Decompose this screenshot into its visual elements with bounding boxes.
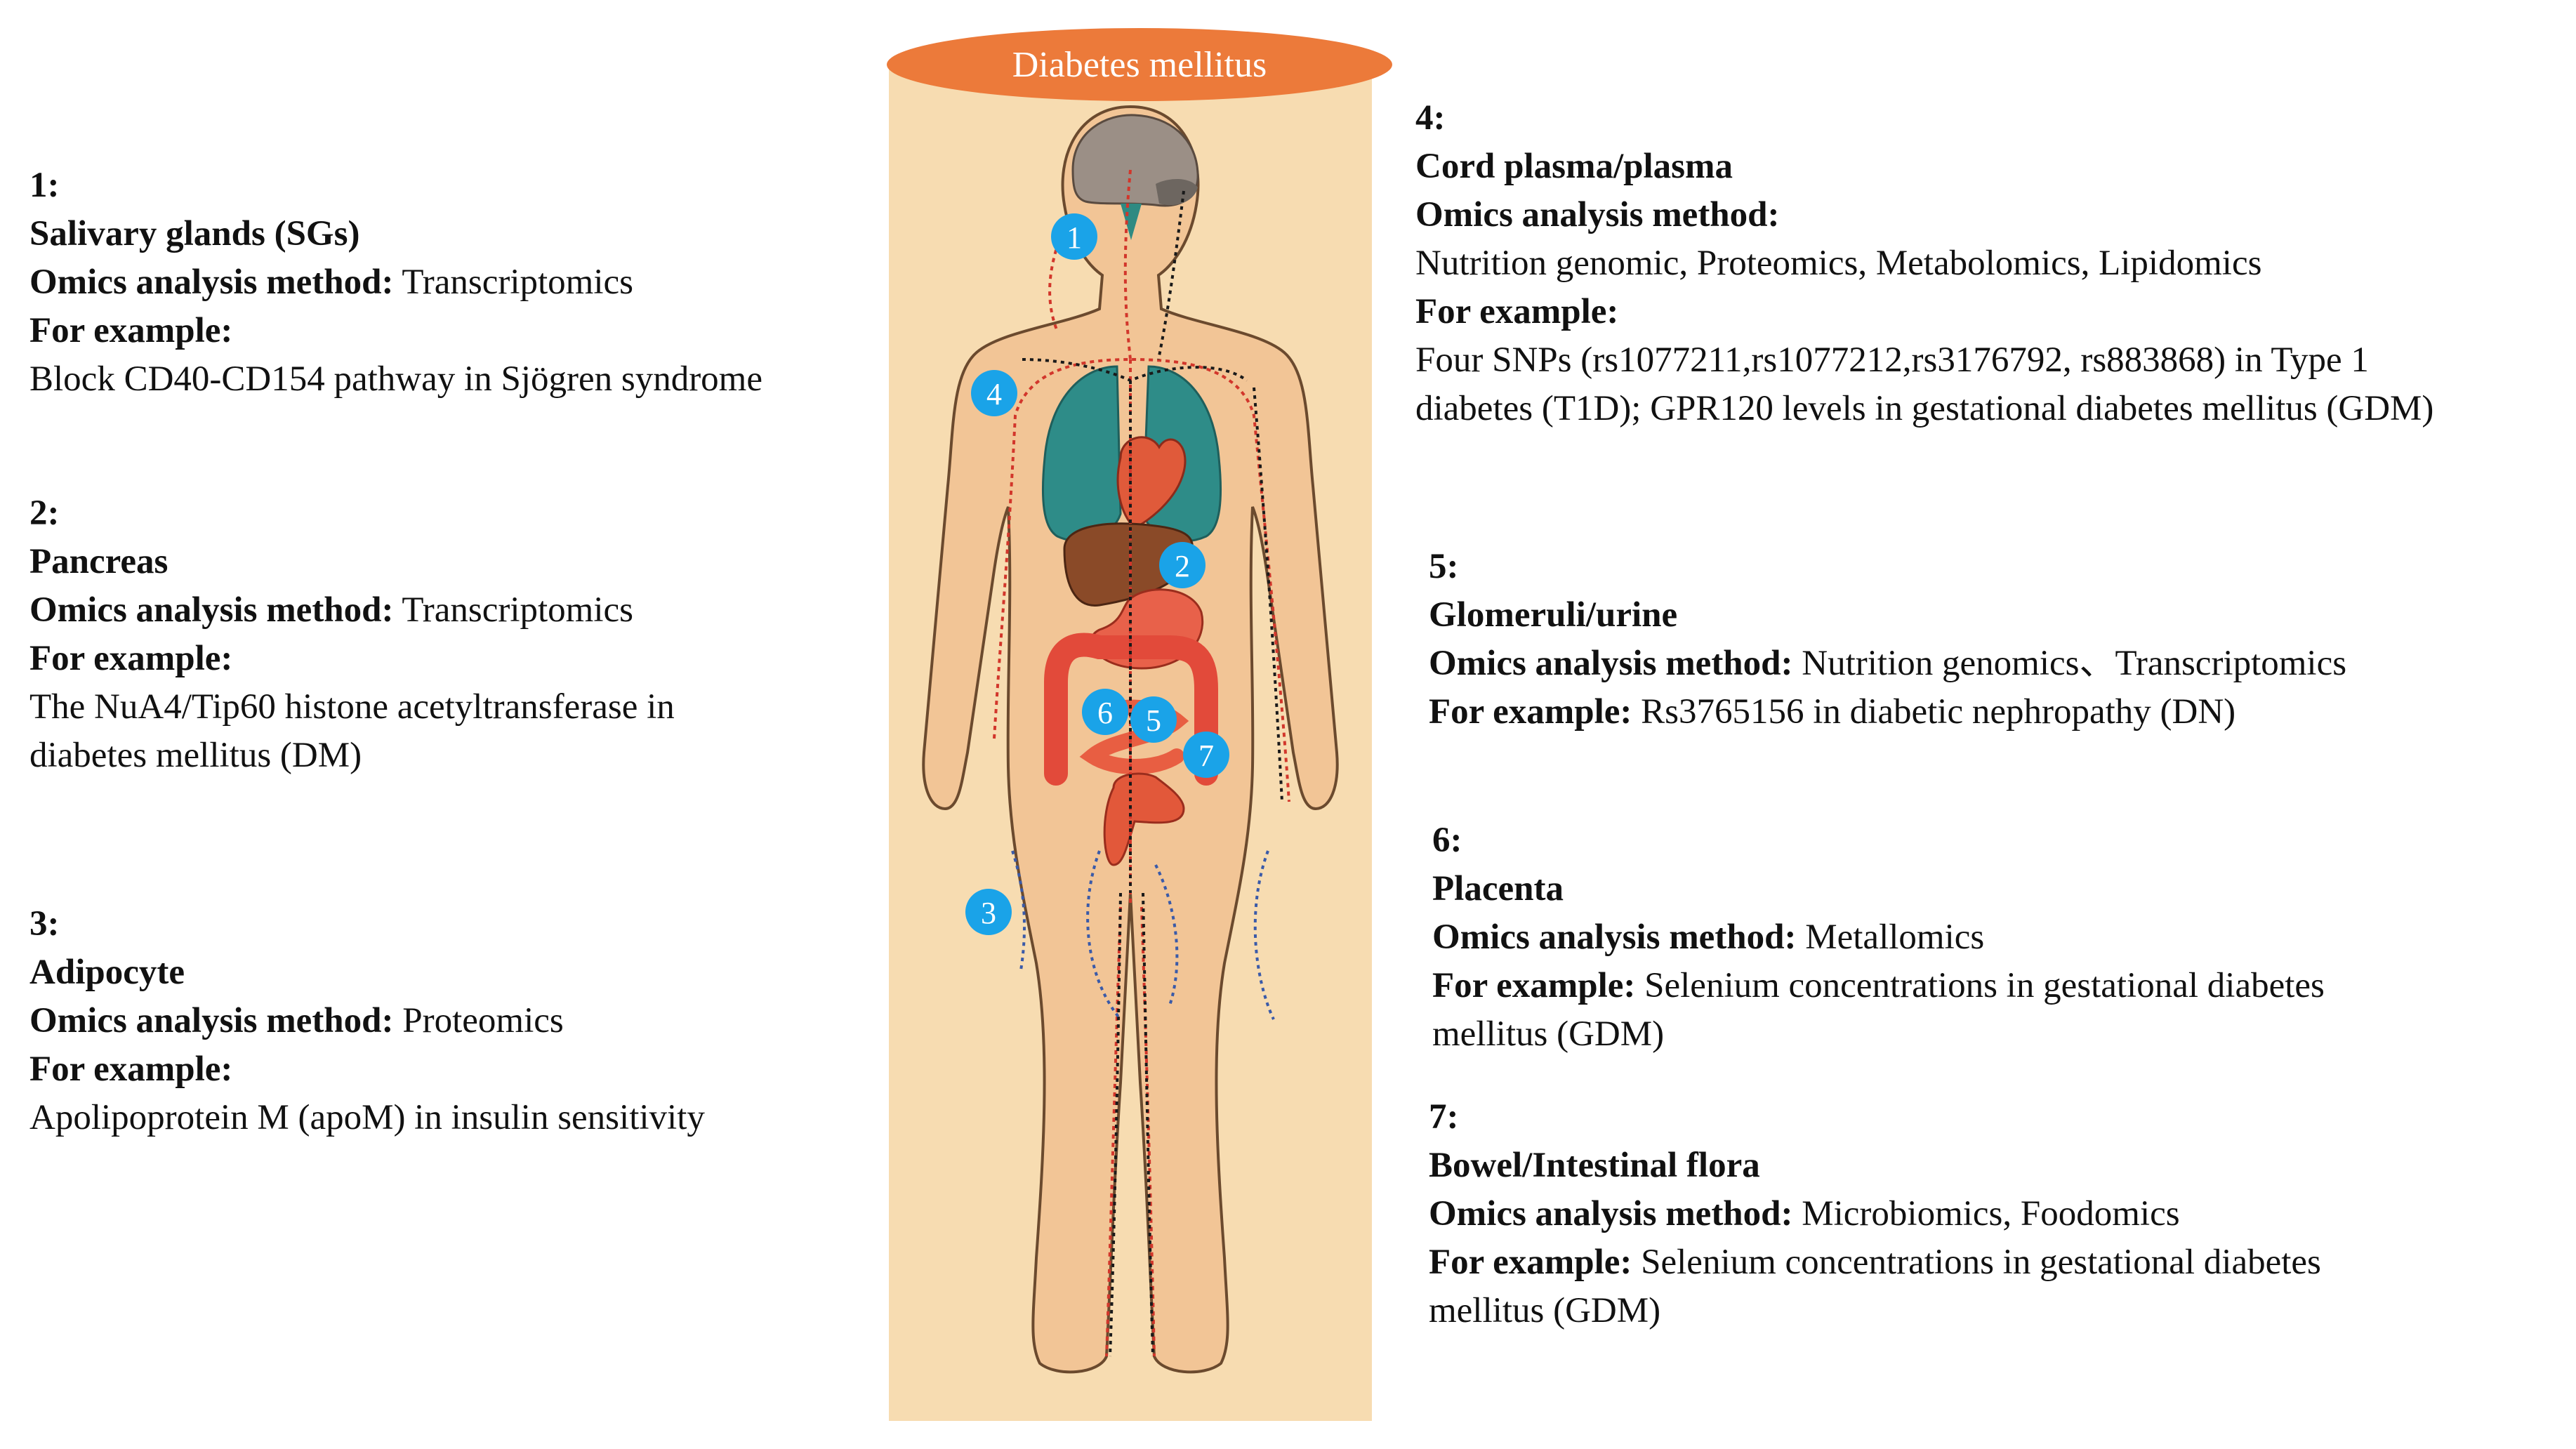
section-7: 7: Bowel/Intestinal flora Omics analysis…	[1429, 1093, 2321, 1335]
marker-5-label: 5	[1146, 703, 1161, 738]
organ-name: Bowel/Intestinal flora	[1429, 1146, 1760, 1185]
large-intestine	[1044, 633, 1218, 786]
example-text: diabetes mellitus (DM)	[29, 736, 362, 775]
example-label: For example:	[29, 311, 233, 350]
section-number: 3:	[29, 904, 60, 944]
marker-7: 7	[1183, 732, 1229, 778]
heart	[1116, 436, 1187, 529]
section-6: 6: Placenta Omics analysis method: Metal…	[1432, 816, 2325, 1059]
marker-6-label: 6	[1097, 696, 1113, 730]
example-text: diabetes (T1D); GPR120 levels in gestati…	[1415, 389, 2434, 428]
section-number: 5:	[1429, 547, 1459, 586]
example-text: Four SNPs (rs1077211,rs1077212,rs3176792…	[1415, 340, 2369, 380]
example-text: Rs3765156 in diabetic nephropathy (DN)	[1641, 692, 2236, 732]
section-number: 7:	[1429, 1097, 1459, 1137]
example-text: Block CD40-CD154 pathway in Sjögren synd…	[29, 359, 762, 399]
organ-name: Cord plasma/plasma	[1415, 147, 1733, 186]
section-number: 4:	[1415, 98, 1446, 138]
method-value: Microbiomics, Foodomics	[1802, 1194, 2180, 1233]
method-value: Metallomics	[1805, 918, 1985, 957]
section-5: 5: Glomeruli/urine Omics analysis method…	[1429, 543, 2346, 736]
method-value: Transcriptomics	[402, 263, 633, 302]
organ-name: Salivary glands (SGs)	[29, 214, 360, 253]
marker-1: 1	[1051, 213, 1097, 260]
marker-4: 4	[971, 370, 1017, 416]
method-label: Omics analysis method:	[1429, 1194, 1793, 1233]
marker-1-label: 1	[1066, 220, 1082, 255]
marker-6: 6	[1082, 689, 1128, 735]
method-label: Omics analysis method:	[29, 263, 394, 302]
section-3: 3: Adipocyte Omics analysis method: Prot…	[29, 900, 705, 1142]
section-1: 1: Salivary glands (SGs) Omics analysis …	[29, 161, 762, 404]
rectum	[1103, 772, 1185, 866]
example-text: The NuA4/Tip60 histone acetyltransferase…	[29, 687, 675, 727]
section-number: 2:	[29, 494, 60, 533]
method-value: Transcriptomics	[402, 590, 633, 630]
organ-name: Pancreas	[29, 542, 169, 581]
method-label: Omics analysis method:	[1415, 195, 1780, 234]
organ-name: Placenta	[1432, 869, 1564, 908]
example-label: For example:	[29, 639, 233, 678]
example-text: Selenium concentrations in gestational d…	[1641, 1243, 2321, 1282]
marker-3: 3	[965, 889, 1012, 935]
method-value: Nutrition genomic, Proteomics, Metabolom…	[1415, 244, 2262, 283]
body-illustration: 1 2 3 4 5 6 7	[889, 65, 1372, 1421]
marker-2-label: 2	[1175, 549, 1190, 583]
method-label: Omics analysis method:	[29, 590, 394, 630]
section-4: 4: Cord plasma/plasma Omics analysis met…	[1415, 94, 2433, 433]
example-text: Apolipoprotein M (apoM) in insulin sensi…	[29, 1098, 705, 1137]
marker-4-label: 4	[986, 377, 1002, 411]
example-label: For example:	[1415, 292, 1619, 331]
example-text: Selenium concentrations in gestational d…	[1644, 966, 2325, 1005]
marker-7-label: 7	[1198, 739, 1214, 773]
example-label: For example:	[1432, 966, 1636, 1005]
example-label: For example:	[29, 1050, 233, 1089]
method-label: Omics analysis method:	[1429, 644, 1793, 683]
method-label: Omics analysis method:	[29, 1001, 394, 1040]
method-value: Nutrition genomics、Transcriptomics	[1802, 644, 2347, 683]
example-text: mellitus (GDM)	[1432, 1014, 1665, 1054]
black-vessel-path	[1022, 190, 1283, 1357]
section-number: 1:	[29, 166, 60, 205]
section-number: 6:	[1432, 821, 1462, 860]
blue-vessel-path	[1011, 850, 1275, 1021]
example-label: For example:	[1429, 692, 1632, 732]
marker-3-label: 3	[981, 896, 996, 930]
organ-name: Glomeruli/urine	[1429, 595, 1678, 635]
title-oval: Diabetes mellitus	[887, 28, 1392, 101]
marker-5: 5	[1130, 696, 1177, 743]
organ-name: Adipocyte	[29, 953, 185, 992]
section-2: 2: Pancreas Omics analysis method: Trans…	[29, 489, 675, 780]
marker-2: 2	[1159, 542, 1206, 588]
cerebellum	[1156, 179, 1198, 206]
method-value: Proteomics	[402, 1001, 564, 1040]
red-vessel-path	[993, 169, 1290, 1357]
example-label: For example:	[1429, 1243, 1632, 1282]
example-text: mellitus (GDM)	[1429, 1291, 1661, 1330]
method-label: Omics analysis method:	[1432, 918, 1797, 957]
